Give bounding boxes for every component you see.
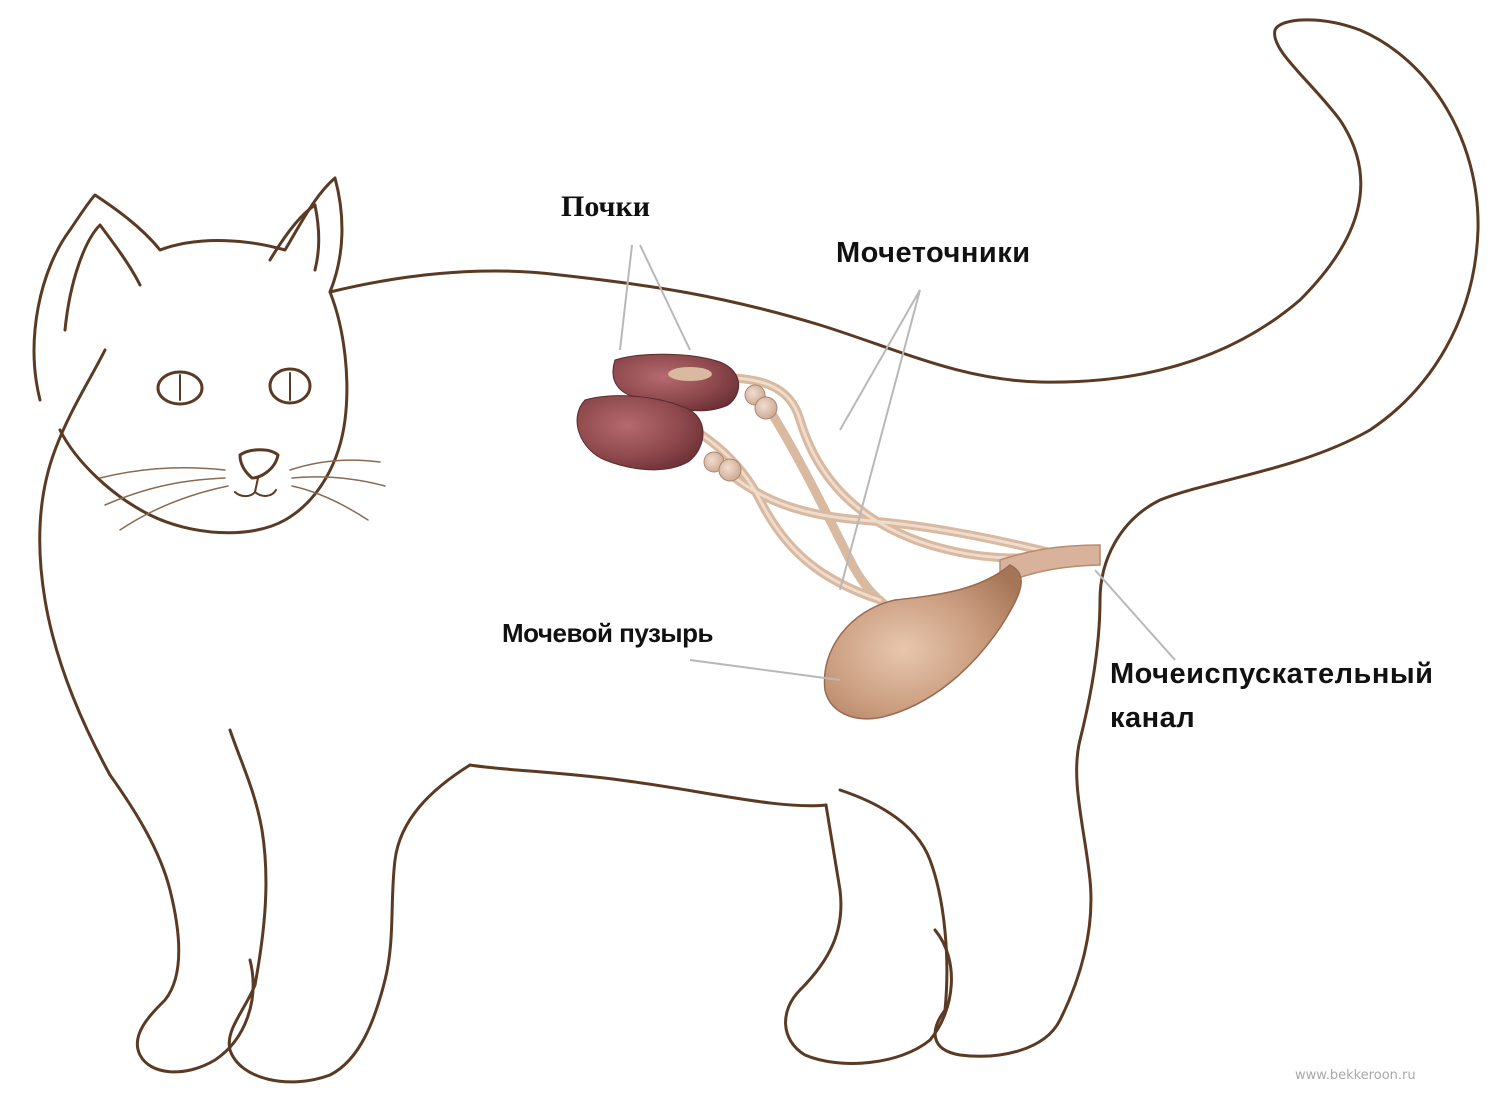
kidney-right bbox=[577, 396, 703, 470]
label-ureters: Мочеточники bbox=[836, 237, 1031, 270]
watermark: www.bekkeroon.ru bbox=[1295, 1068, 1416, 1083]
label-bladder: Мочевой пузырь bbox=[502, 618, 713, 649]
label-urethra-line1: Мочеиспускательный bbox=[1110, 658, 1433, 691]
label-kidneys: Почки bbox=[561, 190, 650, 224]
cat-outline bbox=[34, 20, 1478, 1082]
label-urethra-line2: канал bbox=[1110, 702, 1195, 735]
